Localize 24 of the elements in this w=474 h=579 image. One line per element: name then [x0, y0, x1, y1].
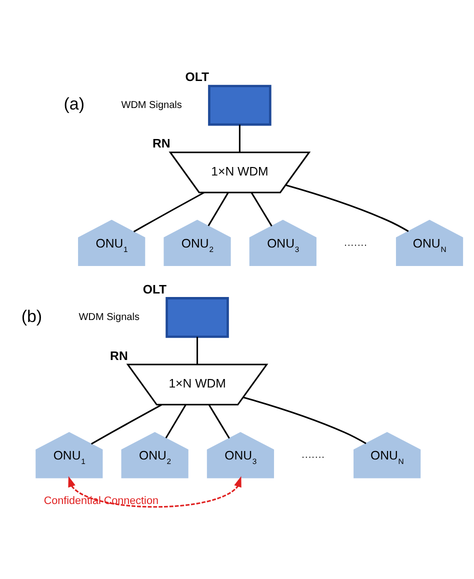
node-box	[208, 84, 272, 126]
connector	[208, 192, 229, 226]
node-label: OLT	[142, 282, 167, 296]
connector	[91, 404, 162, 445]
arrow	[68, 476, 242, 508]
node-label: OLT	[185, 70, 210, 84]
connector	[238, 124, 240, 152]
connector	[286, 184, 409, 232]
label: (a)	[64, 94, 85, 114]
node-label: RN	[110, 348, 128, 363]
connector	[208, 404, 230, 439]
edge-label: Confidential Connection	[44, 494, 158, 507]
label: WDM Signals	[78, 312, 140, 324]
node-label: RN	[152, 136, 170, 151]
node-box	[166, 297, 229, 338]
connector	[243, 396, 366, 444]
label: ·······	[301, 452, 325, 464]
connector	[133, 192, 205, 232]
connector	[196, 336, 198, 364]
label: ·······	[344, 240, 368, 251]
label: (b)	[21, 306, 42, 326]
label: WDM Signals	[121, 100, 182, 111]
connector	[250, 192, 272, 226]
connector	[165, 404, 186, 438]
